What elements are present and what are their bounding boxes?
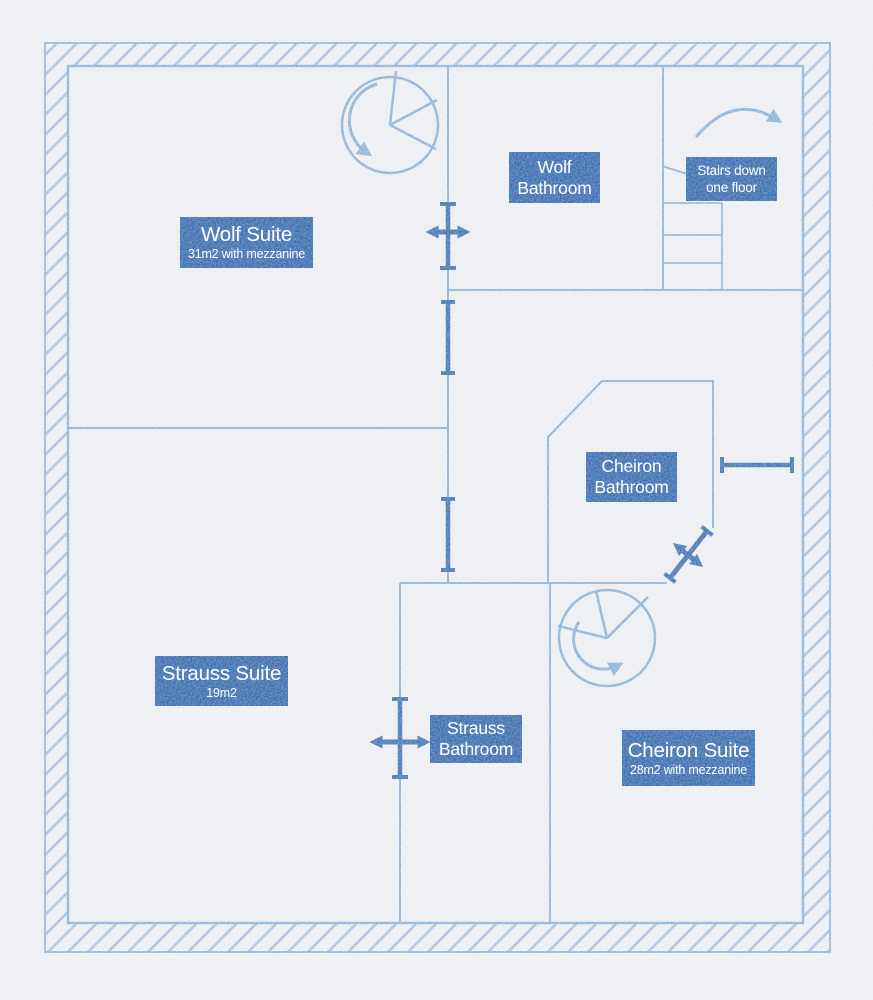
wall-opening-icon: [441, 497, 455, 572]
stairs-label-line: Stairs down: [697, 163, 766, 178]
room-label-cheiron-suite: Cheiron Suite 28m2 with mezzanine: [622, 730, 755, 786]
room-name-line: Bathroom: [438, 739, 514, 759]
room-label-strauss-suite: Strauss Suite 19m2: [155, 656, 288, 706]
stairs-label: Stairs down one floor: [686, 157, 777, 201]
room-name: Cheiron Suite: [627, 738, 750, 762]
room-area: 19m2: [206, 685, 237, 700]
room-label-wolf-suite: Wolf Suite 31m2 with mezzanine: [180, 217, 313, 268]
room-name: Wolf Suite: [200, 223, 293, 246]
stairs-label-line: one floor: [706, 180, 757, 195]
cheiron-bathroom-door-icon: [663, 525, 714, 584]
spiral-staircase-icon: [557, 588, 657, 688]
room-label-wolf-bathroom: Wolf Bathroom: [509, 152, 600, 203]
room-name-line: Bathroom: [517, 177, 592, 198]
wall-opening-icon: [441, 300, 455, 375]
cheiron-window-icon: [720, 457, 794, 473]
room-area: 31m2 with mezzanine: [187, 247, 306, 261]
room-name-line: Strauss: [447, 718, 505, 738]
room-label-strauss-bathroom: Strauss Bathroom: [430, 715, 522, 763]
room-name: Strauss Suite: [161, 661, 282, 685]
room-name-line: Bathroom: [594, 477, 669, 497]
room-area: 28m2 with mezzanine: [629, 762, 748, 777]
spiral-staircase-icon: [340, 70, 440, 175]
strauss-bathroom-door-icon: [369, 697, 431, 779]
wolf-bathroom-door-icon: [425, 202, 471, 270]
room-name-line: Wolf: [537, 156, 572, 177]
room-label-cheiron-bathroom: Cheiron Bathroom: [586, 452, 677, 502]
stairs-direction-arrow-icon: [694, 107, 783, 138]
room-name-line: Cheiron: [601, 456, 662, 476]
